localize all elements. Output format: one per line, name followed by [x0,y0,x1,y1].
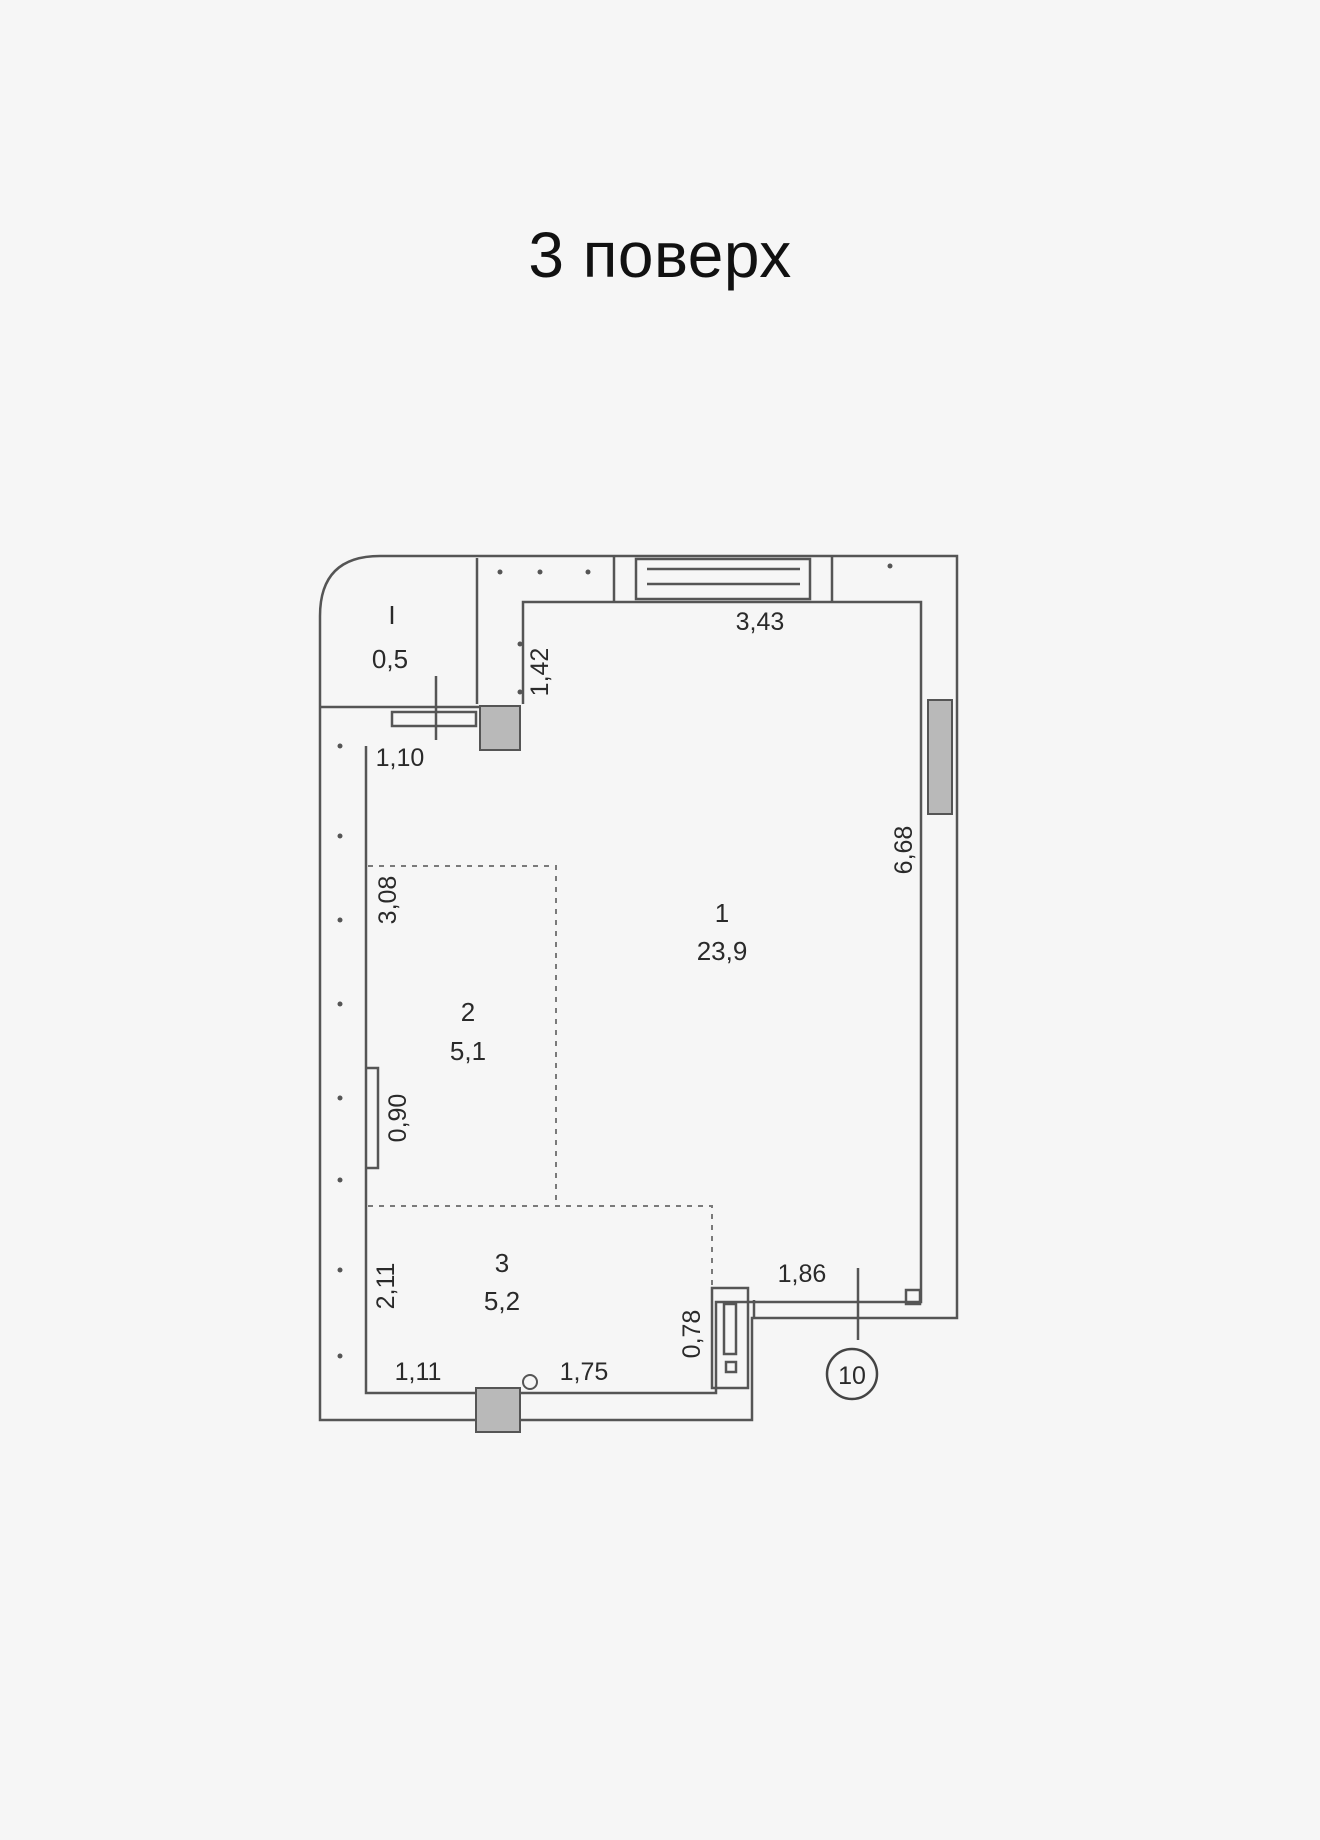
dim-bottom-left: 1,11 [395,1358,442,1386]
inner-wall [364,600,923,1395]
room-2-area: 5,1 [450,1036,486,1066]
dim-left-niche: 0,90 [384,1094,412,1143]
dim-left-lower: 2,11 [372,1263,400,1310]
room-2-number: 2 [461,997,475,1027]
room-3-number: 3 [495,1248,509,1278]
balcony-area: 0,5 [372,644,408,674]
column-balcony [479,705,521,751]
dim-right-wall: 6,68 [890,826,918,875]
dim-left-upper: 3,08 [374,876,402,925]
page-title: 3 поверх [528,219,792,291]
marker-10: 10 [825,1347,879,1401]
balcony-door [390,710,478,728]
room-1-number: 1 [715,898,729,928]
marker-label: 10 [838,1362,866,1390]
room-2-boundary [368,865,557,1206]
column-bottom [475,1387,521,1433]
utility-shaft [710,1286,750,1390]
dim-top-inner: 3,43 [736,608,785,636]
dim-step-width: 1,86 [778,1260,827,1288]
dim-balcony-width: 1,10 [376,744,425,772]
left-niche [366,1066,380,1170]
top-window [634,557,812,601]
window-right [927,699,953,815]
dim-entry-wall-top: 1,42 [526,648,554,697]
room-3-boundary [368,1205,713,1288]
dim-step-height: 0,78 [678,1310,706,1359]
pipe-marker [522,1374,538,1390]
room-3-area: 5,2 [484,1286,520,1316]
room-1-area: 23,9 [697,936,748,966]
dim-bottom-right: 1,75 [560,1358,609,1386]
balcony-number: I [388,600,395,630]
outer-wall [318,554,959,1422]
